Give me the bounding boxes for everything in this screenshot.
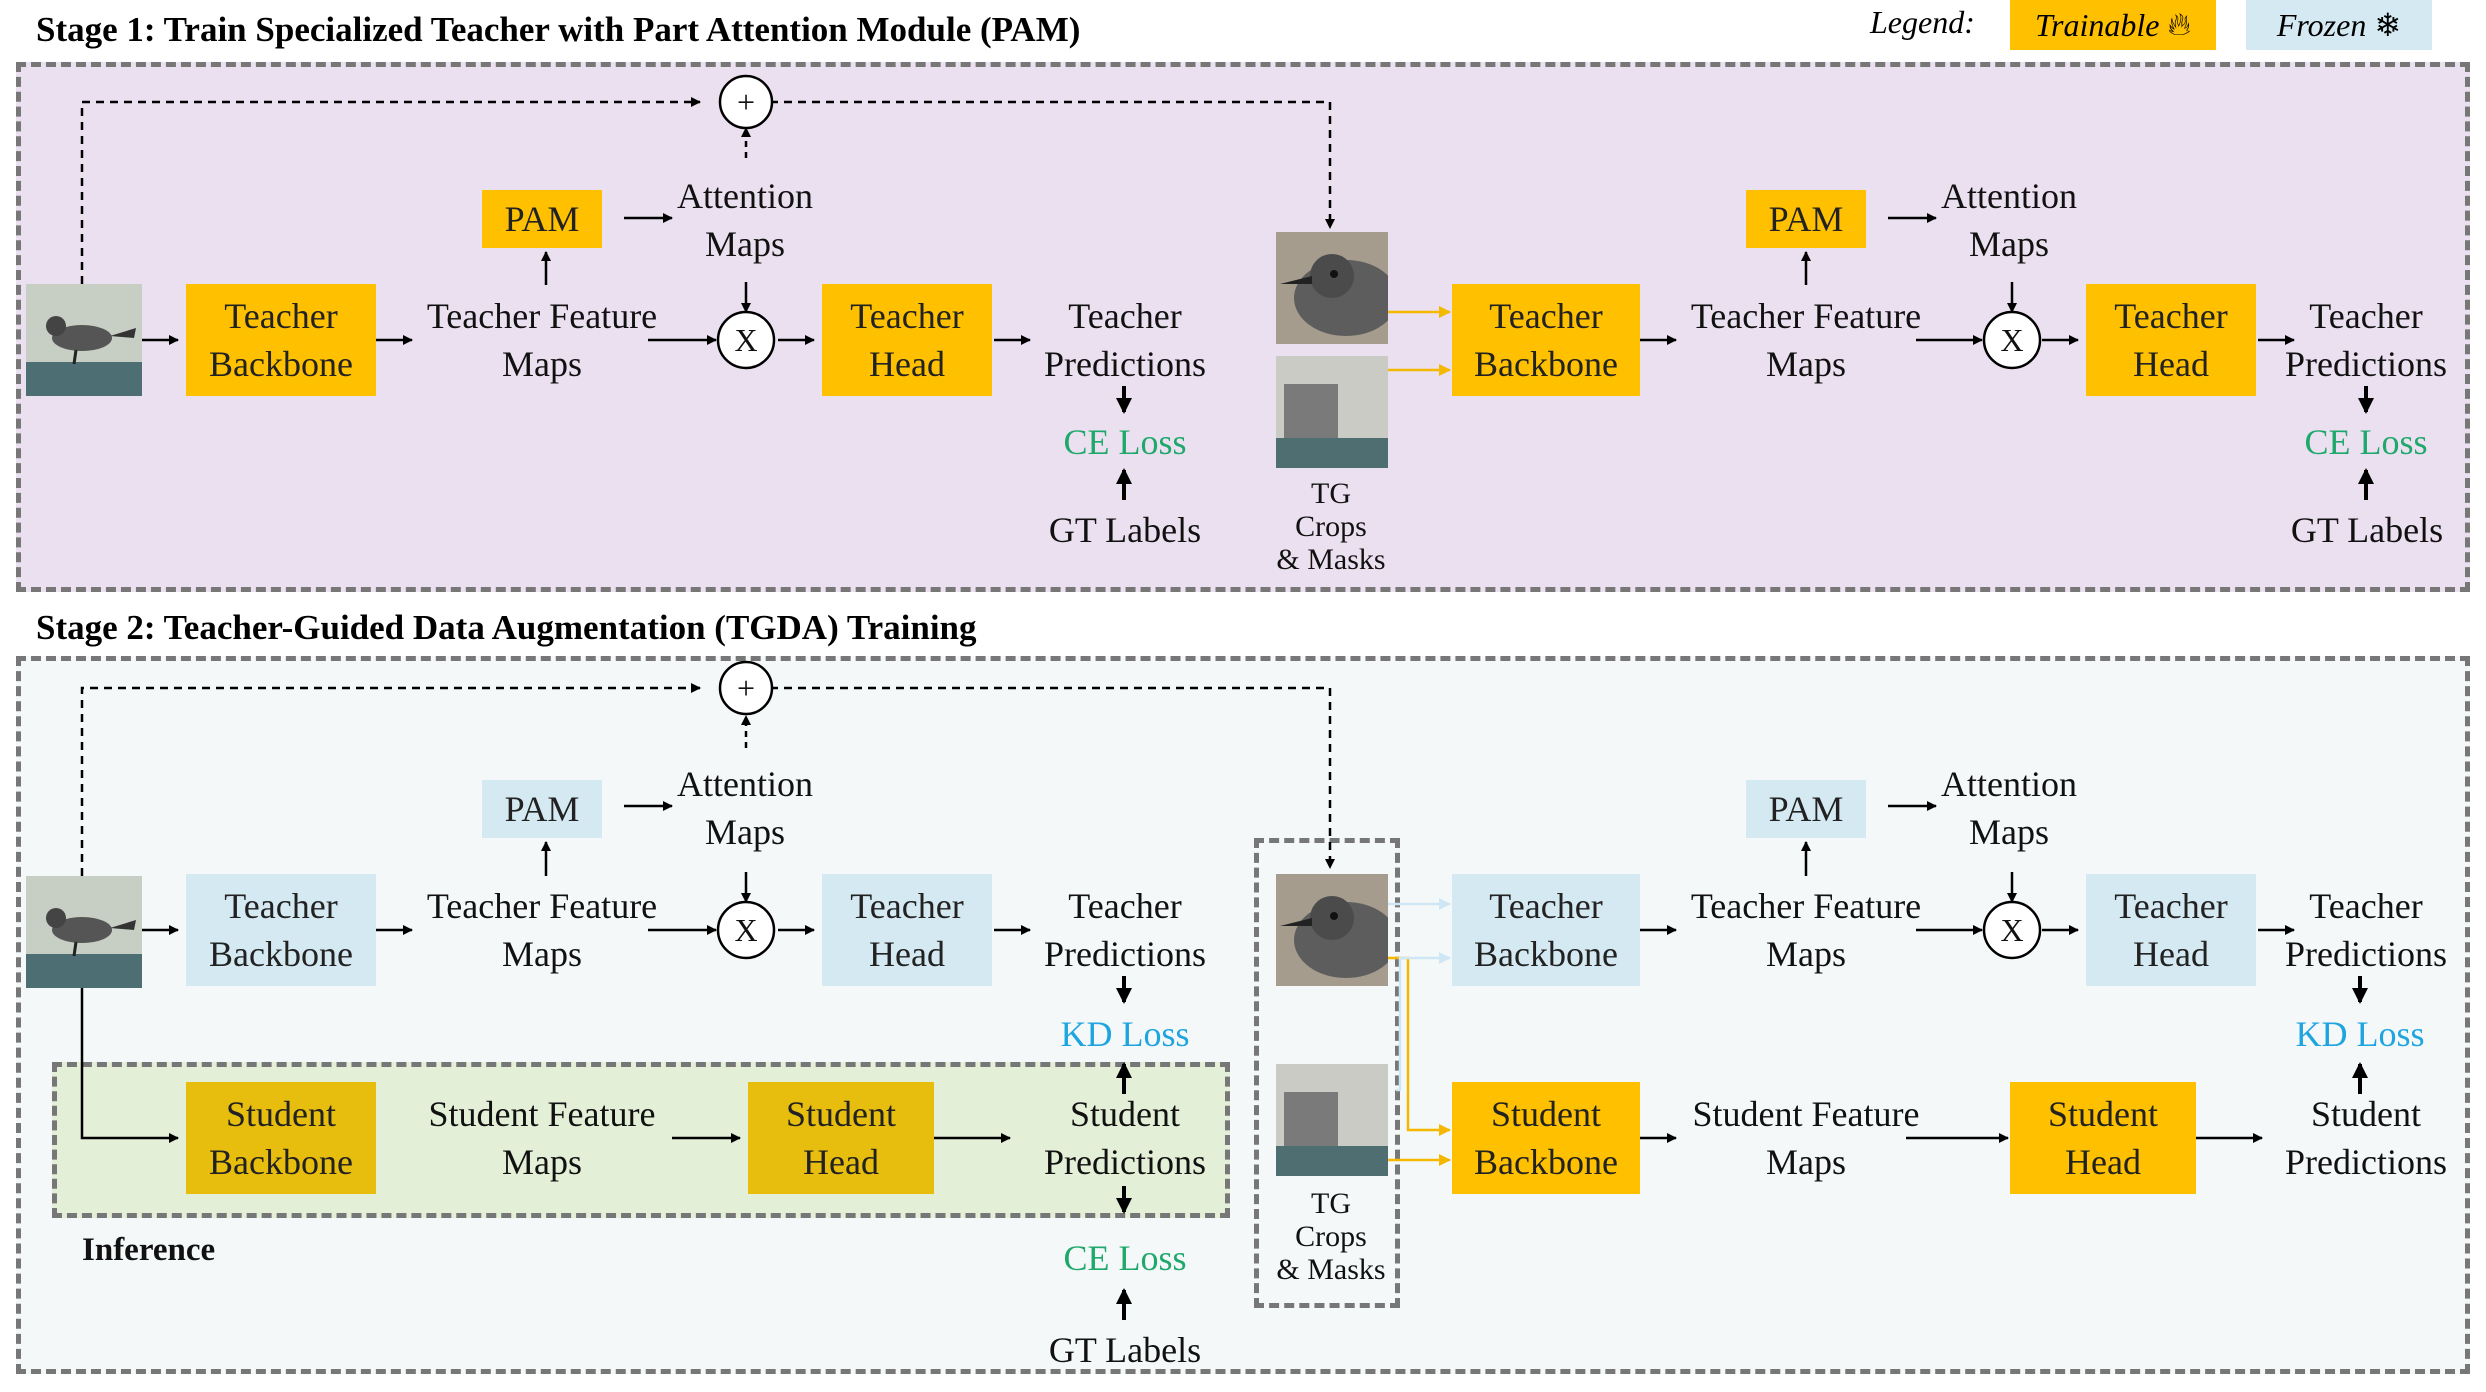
legend-frozen: Frozen ❄: [2246, 0, 2432, 50]
stage1-teacher-feature-maps: Teacher Feature Maps: [426, 296, 658, 384]
stage2-attention-maps: Attention Maps: [677, 764, 813, 852]
stage1-crop-image: [1276, 232, 1388, 344]
legend-trainable: Trainable 🔥︎: [2010, 0, 2216, 50]
stage1-right-teacher-predictions: Teacher Predictions: [2285, 296, 2447, 384]
legend-frozen-label: Frozen: [2276, 6, 2367, 43]
stage1-mask-image: [1276, 356, 1388, 468]
stage2-teacher-predictions: Teacher Predictions: [1044, 886, 1206, 974]
stage2-student-feature-maps: Student Feature Maps: [428, 1094, 656, 1182]
stage2-right-student-predictions: Student Predictions: [2285, 1094, 2447, 1182]
stage1-teacher-predictions: Teacher Predictions: [1044, 296, 1206, 384]
stage2-right-teacher-backbone: Teacher Backbone: [1452, 874, 1640, 986]
stage2-plus-circle: [718, 660, 774, 716]
stage2-crop-image: [1276, 874, 1388, 986]
stage1-tg-crops-caption: TG Crops & Masks: [1276, 476, 1386, 576]
stage2-multiply-circle: [716, 900, 776, 960]
stage2-right-kd-loss: KD Loss: [2295, 1014, 2425, 1054]
stage1-gt-labels: GT Labels: [1048, 510, 1202, 550]
stage2-input-image: [26, 876, 142, 988]
stage1-plus-circle: [718, 74, 774, 130]
stage1-title: Stage 1: Train Specialized Teacher with …: [36, 10, 1081, 49]
stage1-teacher-head: Teacher Head: [822, 284, 992, 396]
stage1-teacher-backbone: Teacher Backbone: [186, 284, 376, 396]
stage1-pam: PAM: [482, 190, 602, 248]
stage1-multiply-symbol: X: [734, 322, 758, 358]
stage2-right-multiply-circle: [1982, 900, 2042, 960]
stage2-right-attention-maps: Attention Maps: [1941, 764, 2077, 852]
stage2-teacher-head: Teacher Head: [822, 874, 992, 986]
stage2-inference-label: Inference: [82, 1232, 216, 1268]
stage2-student-head: Student Head: [748, 1082, 934, 1194]
stage1-right-gt-labels: GT Labels: [2290, 510, 2444, 550]
legend-label: Legend:: [1870, 4, 1975, 40]
stage2-teacher-backbone: Teacher Backbone: [186, 874, 376, 986]
stage2-right-pam: PAM: [1746, 780, 1866, 838]
legend-trainable-label: Trainable: [2035, 6, 2160, 43]
stage1-ce-loss: CE Loss: [1063, 422, 1187, 462]
stage2-right-multiply-symbol: X: [2000, 912, 2024, 948]
stage2-kd-loss: KD Loss: [1060, 1014, 1190, 1054]
stage1-plus-symbol: +: [736, 84, 756, 120]
stage2-teacher-feature-maps: Teacher Feature Maps: [426, 886, 658, 974]
stage2-mask-image: [1276, 1064, 1388, 1176]
stage2-gt-labels: GT Labels: [1048, 1330, 1202, 1370]
stage2-title: Stage 2: Teacher-Guided Data Augmentatio…: [36, 608, 977, 647]
stage1-multiply-circle: [716, 310, 776, 370]
stage2-right-teacher-feature-maps: Teacher Feature Maps: [1690, 886, 1922, 974]
stage2-panel: [16, 656, 2470, 1374]
stage2-student-backbone: Student Backbone: [186, 1082, 376, 1194]
stage1-panel: [16, 62, 2470, 592]
stage2-ce-loss: CE Loss: [1063, 1238, 1187, 1278]
stage1-right-teacher-feature-maps: Teacher Feature Maps: [1690, 296, 1922, 384]
stage1-right-ce-loss: CE Loss: [2304, 422, 2428, 462]
flame-icon: 🔥︎: [2167, 6, 2191, 42]
stage2-student-predictions: Student Predictions: [1044, 1094, 1206, 1182]
stage1-input-image: [26, 284, 142, 396]
stage1-right-pam: PAM: [1746, 190, 1866, 248]
stage2-right-student-head: Student Head: [2010, 1082, 2196, 1194]
stage1-attention-maps: Attention Maps: [677, 176, 813, 264]
stage2-right-student-feature-maps: Student Feature Maps: [1692, 1094, 1920, 1182]
stage2-right-teacher-predictions: Teacher Predictions: [2285, 886, 2447, 974]
stage2-plus-symbol: +: [736, 670, 756, 706]
stage2-pam: PAM: [482, 780, 602, 838]
stage1-right-teacher-backbone: Teacher Backbone: [1452, 284, 1640, 396]
stage1-right-attention-maps: Attention Maps: [1941, 176, 2077, 264]
snowflake-icon: ❄: [2374, 7, 2402, 43]
stage2-right-student-backbone: Student Backbone: [1452, 1082, 1640, 1194]
stage2-tg-crops-caption: TG Crops & Masks: [1276, 1186, 1386, 1286]
stage2-multiply-symbol: X: [734, 912, 758, 948]
tg-crops-panel: [1254, 838, 1400, 1308]
stage1-right-multiply-circle: [1982, 310, 2042, 370]
stage1-right-teacher-head: Teacher Head: [2086, 284, 2256, 396]
stage1-right-multiply-symbol: X: [2000, 322, 2024, 358]
stage2-right-teacher-head: Teacher Head: [2086, 874, 2256, 986]
